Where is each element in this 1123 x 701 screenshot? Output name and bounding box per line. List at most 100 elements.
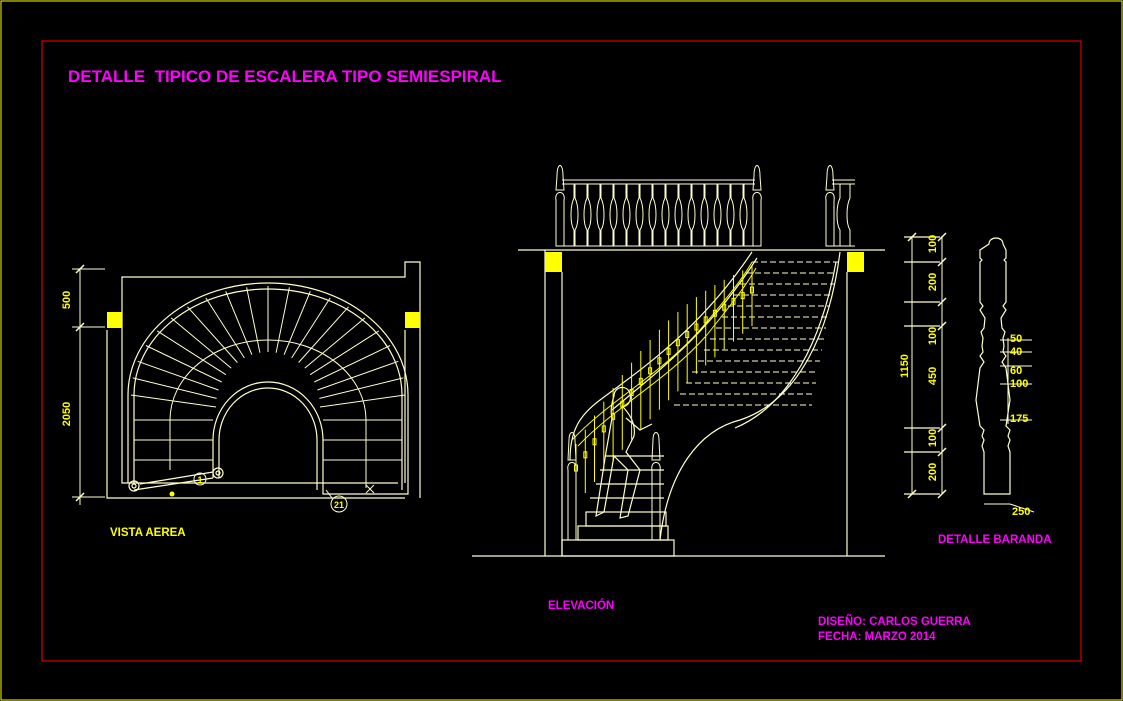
- baluster: [713, 184, 722, 246]
- credit-date: FECHA: MARZO 2014: [818, 631, 936, 643]
- curved-railing-balusters: [567, 261, 757, 541]
- baluster: [726, 184, 735, 246]
- baluster: [836, 184, 841, 246]
- curved-baluster-knob: [657, 357, 662, 365]
- plan-step-line: [309, 330, 380, 376]
- baranda-detail-label: DETALLE BARANDA: [938, 534, 1052, 546]
- curved-baluster-knob: [666, 347, 671, 355]
- curved-baluster-knob: [712, 309, 717, 317]
- baluster: [570, 184, 579, 246]
- plan-step-line: [130, 394, 217, 408]
- curved-baluster-knob: [648, 367, 653, 375]
- baranda-left-dim: 450: [927, 367, 939, 385]
- plan-step-line: [319, 377, 404, 399]
- plan-dim-2050: 2050: [61, 402, 73, 426]
- plan-walk-line: [169, 339, 367, 488]
- plan-step-line: [298, 306, 349, 363]
- elevation-curved-stringer: [569, 251, 753, 461]
- curved-baluster-knob: [750, 286, 754, 294]
- plan-step-line: [246, 287, 261, 353]
- plan-wall-outer: [106, 330, 405, 499]
- baranda-baluster-profile: [975, 237, 1011, 495]
- baranda-right-dim: 40: [1010, 346, 1022, 358]
- newel-post: [555, 165, 565, 247]
- curved-baluster-knob: [675, 339, 680, 347]
- curved-baluster-knob: [694, 323, 699, 331]
- baranda-left-dim: 200: [927, 273, 939, 291]
- plan-step-line: [283, 291, 311, 355]
- plan-view-label: VISTA AEREA: [110, 527, 186, 539]
- baranda-dim-total: 1150: [899, 354, 911, 378]
- plan-inner-railing: [212, 381, 324, 490]
- curved-baluster-knob: [592, 438, 597, 446]
- plan-step-line: [137, 360, 219, 391]
- baranda-right-dim: 100: [1010, 378, 1028, 390]
- baluster: [622, 184, 631, 246]
- curved-baluster-knob: [611, 412, 616, 420]
- plan-step-line: [317, 360, 399, 391]
- elevation-step-lines: [674, 261, 838, 406]
- curved-baluster-knob: [620, 400, 625, 408]
- plan-step-line: [205, 297, 245, 359]
- plan-step-line: [319, 394, 406, 408]
- plan-step-line: [291, 297, 331, 359]
- plan-step-line: [156, 330, 227, 376]
- baranda-detail: [904, 236, 1035, 513]
- newel-post: [825, 165, 835, 247]
- plan-step-number-last: 21: [334, 500, 344, 510]
- baluster: [739, 184, 748, 246]
- baranda-dim-base: 250: [1012, 506, 1030, 518]
- plan-step-number-first: 1: [197, 475, 202, 485]
- curved-baluster-knob: [629, 389, 634, 396]
- plan-step-line: [170, 317, 232, 369]
- plan-step-line: [225, 291, 253, 355]
- lower-newel-post: [567, 432, 577, 541]
- drawing-title: DETALLE TIPICO DE ESCALERA TIPO SEMIESPI…: [68, 67, 502, 86]
- plan-outer-railing: [127, 282, 409, 490]
- baranda-right-dim: 175: [1010, 413, 1028, 425]
- elevation-view-label: ELEVACIÓN: [548, 599, 614, 612]
- baluster: [661, 184, 670, 246]
- baluster: [674, 184, 683, 246]
- baluster: [583, 184, 592, 246]
- curved-baluster-knob: [731, 297, 736, 305]
- plan-step-line: [275, 287, 290, 353]
- baranda-left-dim: 100: [927, 235, 939, 253]
- elevation-beam-left: [545, 252, 562, 272]
- plan-step-lines: [130, 286, 406, 488]
- baluster: [596, 184, 605, 246]
- curved-baluster-knob: [685, 331, 690, 338]
- elevation-view: [472, 249, 885, 557]
- curved-baluster-knob: [722, 303, 727, 311]
- inner-border: [41, 40, 1082, 662]
- curved-baluster-knob: [740, 292, 745, 300]
- curved-baluster-knob: [583, 451, 588, 459]
- plan-wall: [121, 261, 421, 330]
- plan-column-left: [107, 312, 122, 328]
- baluster: [635, 184, 644, 246]
- lower-newel-post: [651, 432, 661, 541]
- plan-view: [72, 261, 421, 513]
- baluster: [700, 184, 709, 246]
- curved-baluster-knob: [638, 377, 643, 385]
- plan-step-line: [314, 345, 391, 383]
- baluster: [687, 184, 696, 246]
- baranda-right-dim: 60: [1010, 365, 1022, 377]
- plan-step-line: [145, 345, 222, 383]
- plan-column-right: [405, 312, 420, 328]
- baluster: [609, 184, 618, 246]
- top-railing: [555, 165, 855, 247]
- baluster: [648, 184, 657, 246]
- baranda-left-dims: 100 200 100 450 100 200: [927, 235, 939, 481]
- credit-design: DISEÑO: CARLOS GUERRA: [818, 615, 971, 628]
- baranda-left-dim: 100: [927, 327, 939, 345]
- baranda-left-dim: 200: [927, 463, 939, 481]
- newel-post: [752, 165, 762, 247]
- baranda-left-dim: 100: [927, 429, 939, 447]
- plan-dim-500: 500: [61, 291, 73, 309]
- plan-step-line: [304, 317, 366, 369]
- plan-step-line: [187, 306, 238, 363]
